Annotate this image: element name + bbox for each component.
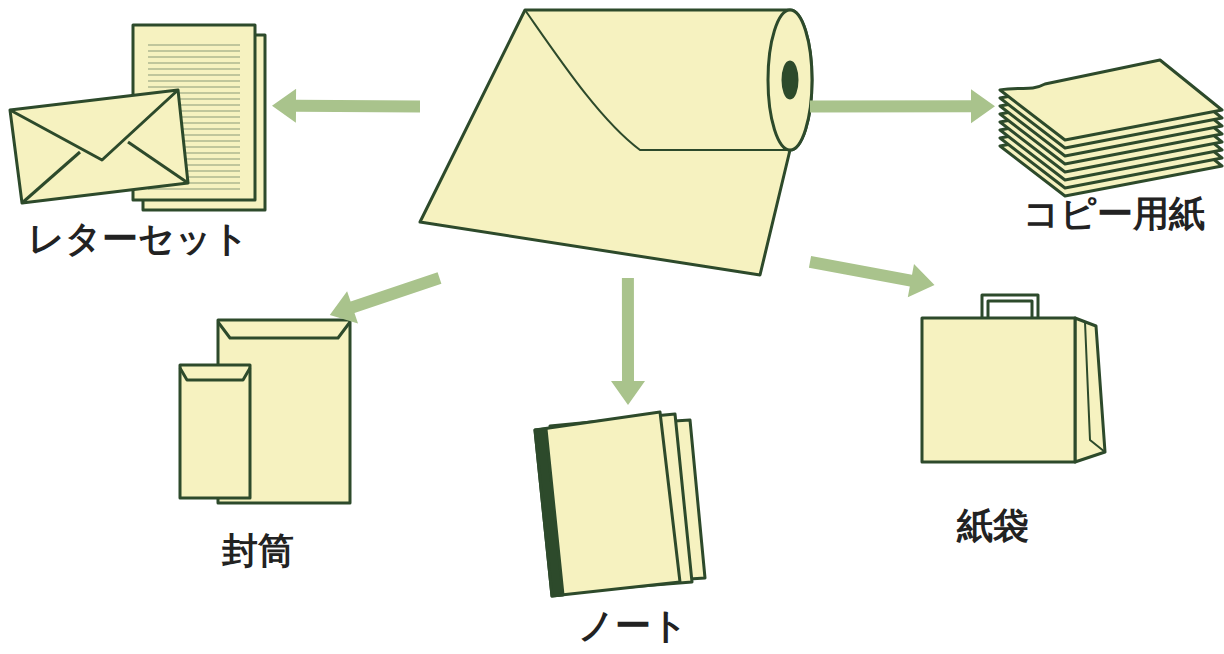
- envelope: [10, 90, 188, 203]
- paper-bag: [922, 295, 1105, 462]
- envelope-flap: [10, 90, 178, 160]
- product-label: コピー用紙: [1003, 193, 1224, 235]
- product-node: 紙袋: [915, 285, 1110, 560]
- small-envelope: [180, 365, 250, 498]
- envelope-flap: [218, 322, 350, 338]
- envelope-flap: [180, 368, 250, 380]
- envelope-fold: [128, 142, 188, 183]
- roll-core: [783, 62, 797, 98]
- bag-handle: [982, 295, 1038, 318]
- product-label: レターセット: [5, 218, 272, 260]
- bag-fold: [1085, 322, 1105, 452]
- notebook-spine: [535, 429, 563, 596]
- flow-arrow: [330, 272, 442, 323]
- roll-edge: [525, 10, 790, 150]
- envelope-fold: [22, 152, 80, 203]
- roll-end: [768, 10, 812, 150]
- notebooks: [535, 412, 705, 596]
- product-label: ノート: [540, 605, 725, 647]
- envelopes: [180, 320, 350, 503]
- paper-roll: [420, 10, 812, 275]
- product-label: 封筒: [175, 530, 340, 572]
- flow-arrow: [809, 256, 935, 297]
- paper-roll-node: [420, 10, 810, 278]
- bag-side: [1075, 318, 1105, 462]
- flow-arrow: [611, 278, 645, 405]
- roll-sheet: [420, 10, 812, 275]
- product-node: コピー用紙: [995, 55, 1224, 245]
- flow-arrow: [272, 89, 420, 123]
- notebook: [535, 412, 680, 596]
- copy-paper-stack: [1000, 60, 1222, 196]
- letter-set: [10, 25, 265, 210]
- product-label: 紙袋: [935, 505, 1050, 547]
- product-node: レターセット: [5, 20, 272, 272]
- flow-arrow: [810, 89, 995, 123]
- bag-front: [922, 318, 1075, 462]
- paper-sheet: [1000, 60, 1222, 140]
- product-node: ノート: [525, 405, 710, 652]
- product-node: 封筒: [175, 315, 355, 580]
